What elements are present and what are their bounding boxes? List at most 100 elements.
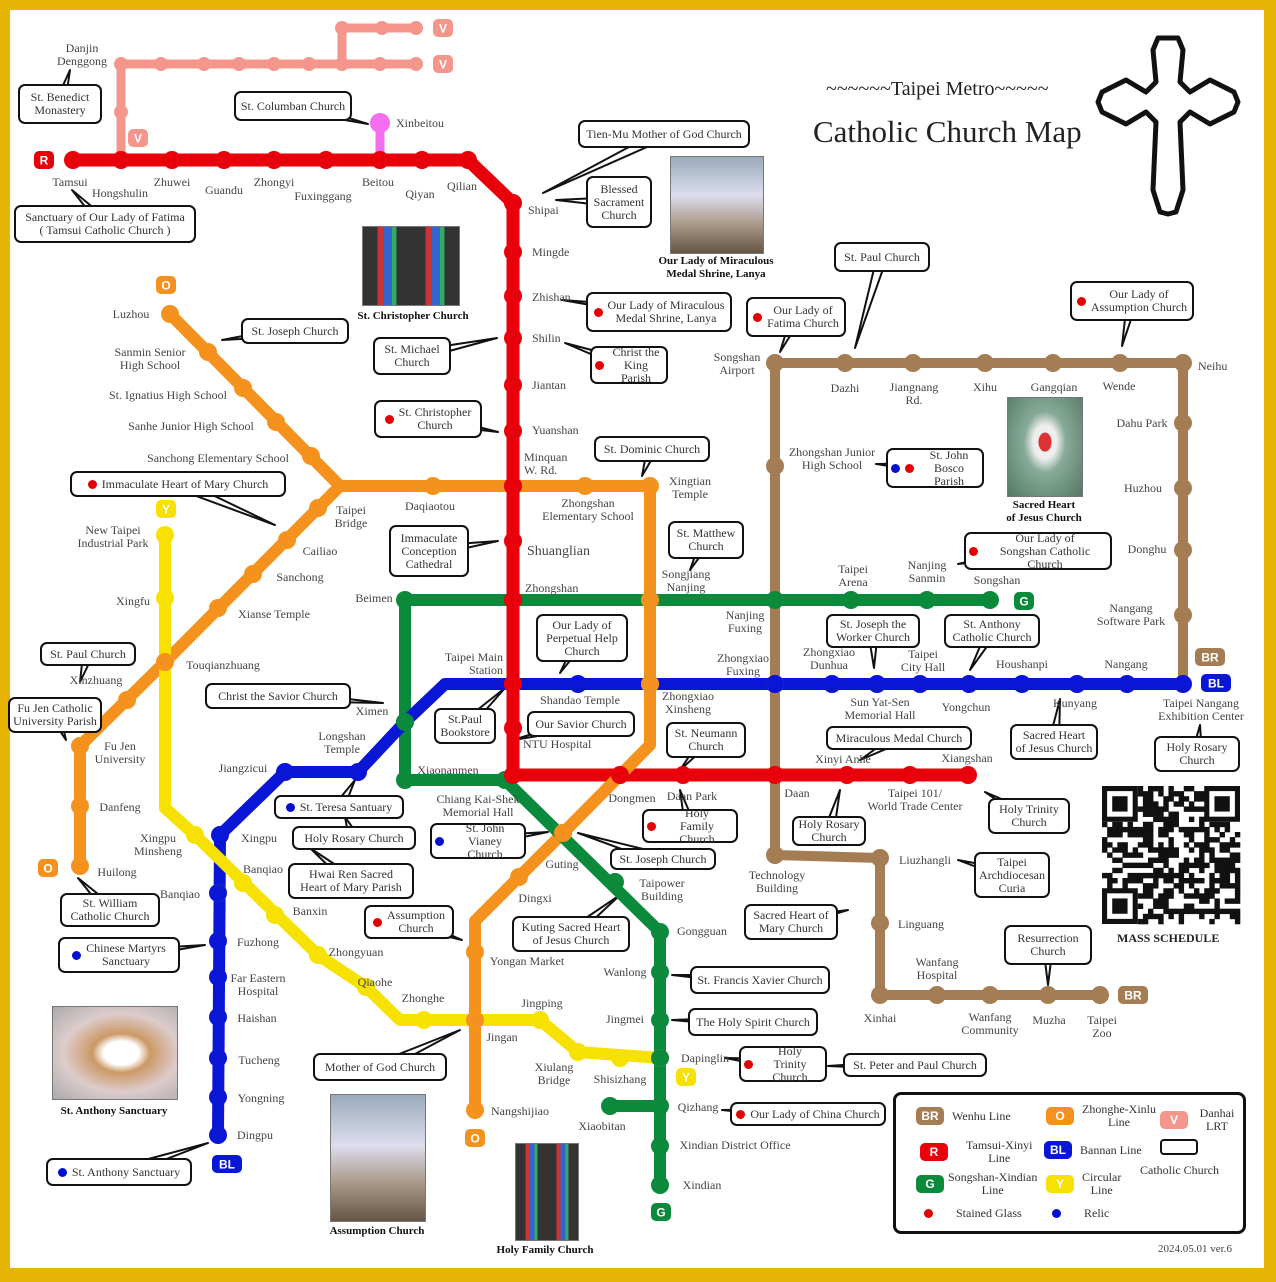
callout-icon — [1160, 1139, 1199, 1155]
station-label: Jiangzicui — [219, 761, 268, 775]
church-name: Holy Rosary Church — [304, 830, 404, 845]
church-callout[interactable]: Our Savior Church — [527, 711, 635, 737]
badge-g — [1014, 592, 1034, 610]
mass-schedule-qr-code[interactable] — [1101, 785, 1241, 925]
church-callout[interactable]: Immaculate Conception Cathedral — [389, 525, 469, 577]
church-callout[interactable]: Holy Rosary Church — [792, 816, 866, 846]
church-callout[interactable]: St. Joseph Church — [610, 848, 716, 870]
stained-glass-icon — [647, 821, 656, 831]
church-callout[interactable]: Our Lady of Miraculous Medal Shrine, Lan… — [586, 292, 732, 332]
church-callout[interactable]: Our Lady of Fatima Church — [746, 297, 846, 337]
church-callout[interactable]: St. Christopher Church — [374, 400, 482, 438]
church-callout[interactable]: Holy Rosary Church — [1154, 736, 1240, 772]
church-callout[interactable]: Sacred Heart of Jesus Church — [1010, 724, 1098, 760]
station-dot — [918, 591, 936, 609]
church-callout[interactable]: Assumption Church — [364, 905, 454, 939]
station-label: Ximen — [356, 704, 389, 718]
station-dot — [766, 354, 784, 372]
church-callout[interactable]: Holy Trinity Church — [739, 1044, 827, 1083]
church-callout[interactable]: The Holy Spirit Church — [688, 1008, 818, 1036]
station-label: Danfeng — [99, 800, 140, 814]
church-callout[interactable]: St. John Bosco Parish — [886, 448, 984, 488]
stained-glass-icon — [924, 1209, 933, 1218]
church-callout[interactable]: Tien-Mu Mother of God Church — [578, 120, 750, 148]
church-callout[interactable]: Hwai Ren Sacred Heart of Mary Parish — [288, 863, 414, 899]
station-dot — [278, 531, 296, 549]
church-callout[interactable]: Holy Rosary Church — [292, 826, 416, 850]
station-label: Zhonghe — [402, 991, 445, 1005]
church-callout[interactable]: Sanctuary of Our Lady of Fatima ( Tamsui… — [14, 205, 196, 243]
church-callout[interactable]: St. Francis Xavier Church — [690, 966, 830, 994]
church-callout[interactable]: St. Matthew Church — [668, 521, 744, 559]
church-callout[interactable]: Christ the King Parish — [590, 345, 668, 384]
church-callout[interactable]: Holy Trinity Church — [988, 798, 1070, 834]
church-name: St. Joseph Church — [251, 323, 339, 338]
church-callout[interactable]: Our Lady of Songshan Catholic Church — [964, 530, 1112, 571]
station-dot — [651, 1176, 669, 1194]
church-callout[interactable]: Resurrection Church — [1004, 925, 1092, 965]
church-callout[interactable]: Blessed Sacrament Church — [586, 176, 652, 228]
station-label: Daan Park — [667, 789, 717, 803]
church-callout[interactable]: Taipei Archdiocesan Curia — [974, 852, 1050, 898]
church-callout[interactable]: Our Lady of Perpetual Help Church — [536, 614, 628, 662]
station-dot — [641, 591, 659, 609]
church-callout[interactable]: St. Peter and Paul Church — [843, 1053, 987, 1077]
church-callout[interactable]: Fu Jen Catholic University Parish — [8, 697, 102, 733]
station-dot — [371, 151, 389, 169]
station-dot — [209, 932, 227, 950]
church-name: Our Lady of Songshan Catholic Church — [999, 530, 1091, 571]
church-callout[interactable]: Miraculous Medal Church — [826, 726, 972, 750]
station-label: Xiaonanmen — [417, 763, 478, 777]
church-callout[interactable]: St. Neumann Church — [666, 722, 746, 758]
station-dot — [981, 986, 999, 1004]
station-label: Liuzhangli — [899, 853, 952, 867]
church-callout[interactable]: St. Paul Church — [834, 242, 930, 272]
church-callout[interactable]: Christ the Savior Church — [205, 683, 351, 709]
church-callout[interactable]: Immaculate Heart of Mary Church — [70, 471, 286, 497]
station-dot — [267, 57, 281, 71]
church-callout[interactable]: Kuting Sacred Heart of Jesus Church — [512, 916, 630, 952]
stained-glass-icon — [593, 307, 603, 317]
church-callout[interactable]: St. John Vianey Church — [430, 821, 526, 860]
relic-icon — [57, 1167, 67, 1177]
church-callout[interactable]: St. Columban Church — [234, 91, 352, 121]
badge-label: O — [161, 279, 170, 293]
station-dot — [209, 599, 227, 617]
station-dot — [766, 457, 784, 475]
station-label: Dahu Park — [1117, 416, 1168, 430]
station-label: Xihu — [973, 380, 997, 394]
church-callout[interactable]: St. William Catholic Church — [60, 893, 160, 927]
station-dot — [606, 873, 624, 891]
church-callout[interactable]: Sacred Heart of Mary Church — [744, 904, 838, 940]
church-callout[interactable]: Our Lady of Assumption Church — [1070, 281, 1194, 321]
church-callout[interactable]: St. Joseph the Worker Church — [826, 614, 920, 648]
station-label: Dingpu — [237, 1128, 273, 1142]
station-dot — [118, 691, 136, 709]
church-callout[interactable]: Mother of God Church — [313, 1053, 447, 1081]
church-callout[interactable]: St. Teresa Santuary — [274, 795, 404, 819]
station-label: Guting — [545, 857, 578, 871]
church-callout[interactable]: St. Anthony Catholic Church — [944, 614, 1040, 648]
church-callout[interactable]: St. Michael Church — [373, 337, 451, 375]
church-photo — [1007, 397, 1083, 497]
cross-icon — [1095, 35, 1241, 217]
church-callout[interactable]: Chinese Martyrs Sanctuary — [58, 937, 180, 973]
church-callout[interactable]: St. Anthony Sanctuary — [46, 1158, 192, 1186]
badge-v — [433, 19, 453, 37]
station-dot — [209, 968, 227, 986]
church-callout[interactable]: St. Dominic Church — [594, 436, 710, 462]
church-callout[interactable]: St.Paul Bookstore — [434, 708, 496, 744]
church-callout[interactable]: St. Joseph Church — [241, 318, 349, 344]
church-callout[interactable]: St. Benedict Monastery — [18, 84, 102, 124]
church-callout[interactable]: St. Paul Church — [40, 642, 136, 666]
station-dot — [317, 151, 335, 169]
station-dot — [466, 1011, 484, 1029]
church-callout[interactable]: Holy Family Church — [642, 806, 738, 845]
badge-v — [128, 129, 148, 147]
legend-label: Tamsui-Xinyi Line — [966, 1138, 1033, 1165]
church-callout[interactable]: Our Lady of China Church — [730, 1102, 886, 1126]
badge-label: G — [1019, 595, 1028, 609]
